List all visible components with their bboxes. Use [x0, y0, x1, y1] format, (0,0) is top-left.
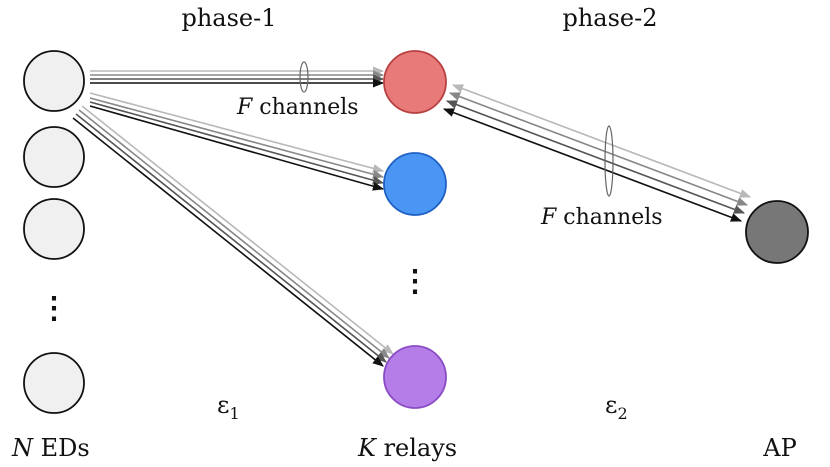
eds-label-text: EDs [33, 434, 90, 462]
channel-group-ellipse-2 [604, 125, 614, 197]
channel-group-ellipse-1 [299, 61, 309, 93]
relay-node-2 [383, 152, 447, 216]
relays-label: K relays [357, 434, 457, 462]
channels-label-2: F channels [540, 205, 663, 230]
ed-node-1 [23, 50, 85, 112]
epsilon1-subscript: 1 [229, 404, 239, 423]
link-ed1-relayk-ch4 [72, 117, 384, 367]
end-devices [23, 50, 85, 414]
epsilon2-symbol: ε [605, 391, 617, 419]
phase2-links-relay1-ap [442, 84, 752, 222]
link-ed1-relay2-ch4 [89, 105, 385, 191]
epsilon2-label: ε2 [605, 391, 628, 423]
access-point-node [745, 200, 809, 264]
link-ed1-relayk-ch2 [78, 109, 390, 359]
channels-label-1: F channels [236, 95, 359, 120]
channels-label-1-var: F [236, 95, 253, 120]
link-relay1-ap-ch1 [451, 84, 752, 198]
relays-label-text: relays [376, 434, 457, 462]
phase1-links-to-relay-k [72, 105, 394, 367]
ed-node-3 [23, 198, 85, 260]
phase1-links-to-relay-2 [89, 92, 385, 191]
link-ed1-relay2-ch3 [89, 101, 385, 185]
link-ed1-relayk-ch3 [75, 113, 387, 363]
channels-label-2-text: channels [556, 205, 662, 230]
channels-label-2-var: F [540, 205, 557, 230]
relay-ellipsis: ⋮ [400, 264, 430, 299]
link-relay1-ap-ch4 [442, 108, 743, 222]
link-ed1-relay2-ch1 [89, 92, 385, 173]
epsilon1-symbol: ε [217, 391, 229, 419]
eds-label-var: N [11, 434, 34, 462]
eds-label: N EDs [11, 434, 90, 462]
relays-label-var: K [357, 434, 378, 462]
channels-label-1-text: channels [252, 95, 358, 120]
epsilon2-subscript: 2 [617, 404, 627, 423]
epsilon1-label: ε1 [217, 391, 240, 423]
link-relay1-ap-ch3 [445, 100, 746, 214]
link-ed1-relayk-ch1 [81, 105, 394, 355]
ed-ellipsis: ⋮ [39, 291, 69, 326]
ap-label: AP [762, 434, 796, 462]
ed-node-n [23, 352, 85, 414]
relay-node-1 [383, 50, 447, 114]
ed-node-2 [23, 126, 85, 188]
relays [383, 50, 447, 409]
phase1-links-to-relay-1 [90, 61, 385, 93]
phase2-label: phase-2 [562, 4, 657, 32]
phase1-label: phase-1 [181, 4, 276, 32]
link-ed1-relay2-ch2 [89, 97, 385, 179]
link-relay1-ap-ch2 [448, 92, 749, 206]
relay-node-k [383, 345, 447, 409]
